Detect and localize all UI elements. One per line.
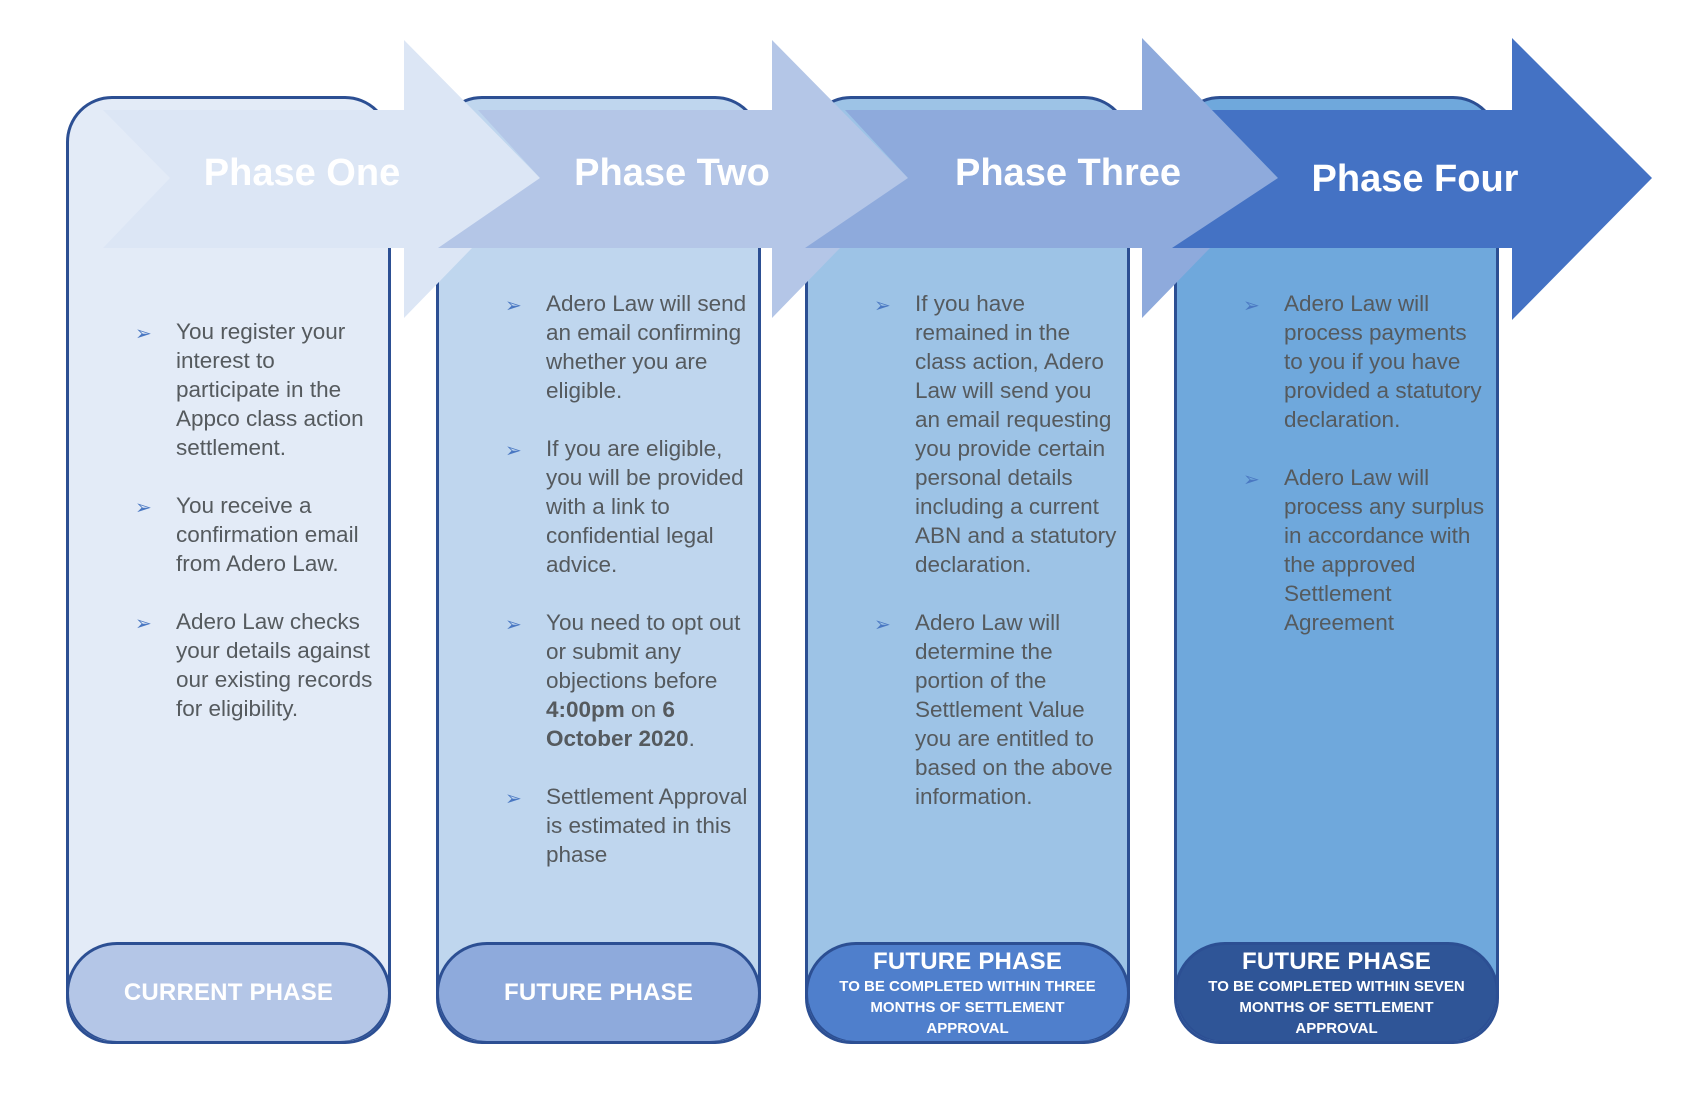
status-note: TO BE COMPLETED WITHIN SEVEN MONTHS OF S… <box>1208 977 1465 1037</box>
phase-two-title: Phase Two <box>574 152 770 194</box>
arrow-bullet-icon: ➢ <box>135 323 152 345</box>
phase-four-status-pill: FUTURE PHASE TO BE COMPLETED WITHIN SEVE… <box>1177 942 1496 1041</box>
phase-two-status-pill: FUTURE PHASE <box>439 942 758 1041</box>
bullet-text: If you are eligible, you will be provide… <box>546 436 744 577</box>
status-label: FUTURE PHASE <box>872 947 1063 975</box>
status-label: FUTURE PHASE <box>503 979 694 1006</box>
list-item: ➢ You need to opt out or submit any objec… <box>439 608 758 753</box>
arrow-bullet-icon: ➢ <box>135 613 152 635</box>
bullet-text: Adero Law will send an email confirming … <box>546 291 747 403</box>
bullet-text: You receive a confirmation email from Ad… <box>176 493 359 576</box>
status-note: TO BE COMPLETED WITHIN THREE MONTHS OF S… <box>839 977 1096 1037</box>
bullet-text: Settlement Approval is estimated in this… <box>546 784 748 867</box>
bullet-text-part: You need to opt out or submit any object… <box>546 610 741 693</box>
list-item: ➢ Adero Law checks your details against o… <box>69 607 388 723</box>
phase-one-status-pill: CURRENT PHASE <box>69 942 388 1041</box>
phase-one-bullets: ➢ You register your interest to participa… <box>69 317 388 752</box>
bullet-text-part: on <box>624 697 663 722</box>
arrow-bullet-icon: ➢ <box>505 440 522 462</box>
list-item: ➢ You register your interest to participa… <box>69 317 388 462</box>
arrow-bullet-icon: ➢ <box>874 295 891 317</box>
phase-four-title: Phase Four <box>1311 158 1519 200</box>
bullet-text-part: . <box>688 726 695 751</box>
phase-one-panel: ➢ You register your interest to participa… <box>66 96 391 1044</box>
status-label: FUTURE PHASE <box>1241 947 1432 975</box>
deadline-time: 4:00pm <box>546 697 625 722</box>
list-item: ➢ If you have remained in the class actio… <box>808 289 1127 579</box>
list-item: ➢ Adero Law will determine the portion of… <box>808 608 1127 811</box>
arrow-bullet-icon: ➢ <box>505 788 522 810</box>
list-item: ➢ You receive a confirmation email from A… <box>69 491 388 578</box>
phase-one-title: Phase One <box>203 152 401 194</box>
bullet-text: Adero Law checks your details against ou… <box>176 609 373 721</box>
arrow-bullet-icon: ➢ <box>505 295 522 317</box>
list-item: ➢ Adero Law will process any surplus in a… <box>1177 463 1496 637</box>
phase-four-panel: ➢ Adero Law will process payments to you … <box>1174 96 1499 1044</box>
arrow-bullet-icon: ➢ <box>1243 295 1260 317</box>
list-item: ➢ Settlement Approval is estimated in thi… <box>439 782 758 869</box>
phase-three-title: Phase Three <box>955 152 1181 194</box>
arrow-bullet-icon: ➢ <box>505 614 522 636</box>
list-item: ➢ If you are eligible, you will be provid… <box>439 434 758 579</box>
list-item: ➢ Adero Law will send an email confirming… <box>439 289 758 405</box>
bullet-text: If you have remained in the class action… <box>915 291 1117 577</box>
phase-two-bullets: ➢ Adero Law will send an email confirming… <box>439 289 758 898</box>
phase-two-panel: ➢ Adero Law will send an email confirming… <box>436 96 761 1044</box>
phase-three-bullets: ➢ If you have remained in the class actio… <box>808 289 1127 840</box>
arrow-bullet-icon: ➢ <box>1243 469 1260 491</box>
phase-four-bullets: ➢ Adero Law will process payments to you … <box>1177 289 1496 666</box>
deadline-date: 6 October 2020 <box>546 697 689 751</box>
arrow-bullet-icon: ➢ <box>135 497 152 519</box>
phase-three-panel: ➢ If you have remained in the class actio… <box>805 96 1130 1044</box>
arrow-bullet-icon: ➢ <box>874 614 891 636</box>
bullet-text: Adero Law will process any surplus in ac… <box>1284 465 1485 635</box>
bullet-text: Adero Law will process payments to you i… <box>1284 291 1482 432</box>
list-item: ➢ Adero Law will process payments to you … <box>1177 289 1496 434</box>
bullet-text: Adero Law will determine the portion of … <box>915 610 1113 809</box>
phase-three-status-pill: FUTURE PHASE TO BE COMPLETED WITHIN THRE… <box>808 942 1127 1041</box>
bullet-text: You register your interest to participat… <box>176 319 364 460</box>
status-label: CURRENT PHASE <box>123 979 334 1006</box>
